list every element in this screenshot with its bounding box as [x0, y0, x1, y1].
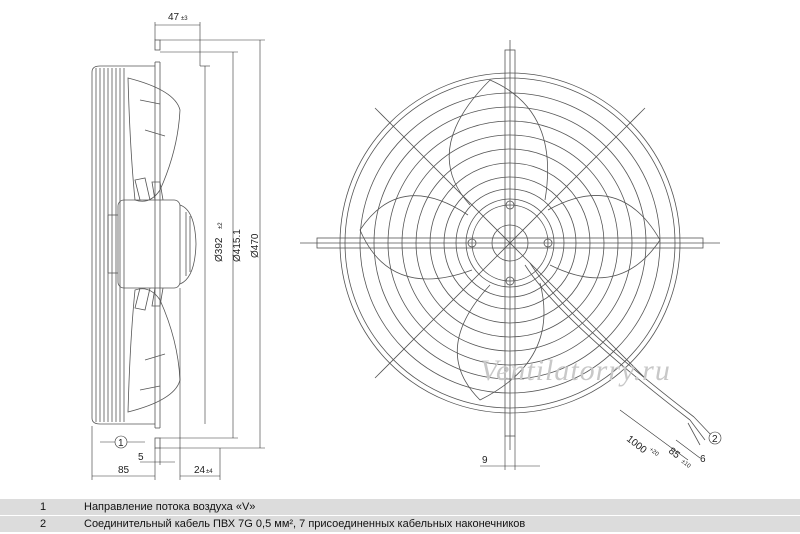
- front-dimensions: [480, 409, 722, 470]
- side-grille: [91, 65, 155, 425]
- legend-text: Направление потока воздуха «V»: [84, 501, 256, 513]
- dim-1000: 1000: [624, 434, 649, 457]
- watermark: Ventilatorry.ru: [480, 354, 671, 387]
- dim-1000-tol: +20: [648, 447, 660, 458]
- front-blades: [359, 79, 661, 401]
- legend-row: 2 Соединительный кабель ПВХ 7G 0,5 мм², …: [0, 515, 800, 532]
- dim-24: 24: [194, 465, 206, 476]
- dim-47-tol: ±3: [181, 16, 188, 22]
- front-hub: [465, 198, 555, 288]
- legend-num: 1: [40, 501, 47, 513]
- side-nozzle: [154, 39, 161, 449]
- dim-d415: Ø415.1: [232, 229, 243, 262]
- legend-num: 2: [40, 518, 47, 530]
- cable: [524, 264, 691, 421]
- front-view: [300, 40, 720, 450]
- legend-table: 1 Направление потока воздуха «V» 2 Соеди…: [0, 498, 800, 532]
- dim-d392-tol: ±2: [218, 222, 224, 229]
- side-dimensions: [91, 22, 265, 480]
- callout-1: 1: [118, 438, 124, 449]
- dim-d392: Ø392: [214, 237, 225, 262]
- dim-5: 5: [138, 452, 144, 463]
- callout-2: 2: [712, 434, 718, 445]
- motor-rotor: [117, 199, 181, 289]
- dim-6: 6: [700, 454, 706, 465]
- legend-text: Соединительный кабель ПВХ 7G 0,5 мм², 7 …: [84, 518, 526, 530]
- dim-85-cable-tol: ±10: [680, 459, 692, 470]
- side-view: [91, 39, 197, 449]
- dim-85: 85: [118, 465, 130, 476]
- guard-struts: [300, 40, 720, 450]
- dim-85-cable: 85: [666, 446, 682, 462]
- legend-row: 1 Направление потока воздуха «V»: [0, 498, 800, 515]
- dim-47: 47: [168, 12, 180, 23]
- upper-blade: [127, 77, 181, 202]
- technical-drawing: 47 ±3 Ø392 ±2 Ø415.1 Ø470 85 5 24 ±4 1: [91, 12, 722, 480]
- dim-24-tol: ±4: [206, 469, 213, 475]
- dim-9: 9: [482, 455, 488, 466]
- lower-blade: [127, 288, 181, 413]
- dim-d470: Ø470: [250, 233, 261, 258]
